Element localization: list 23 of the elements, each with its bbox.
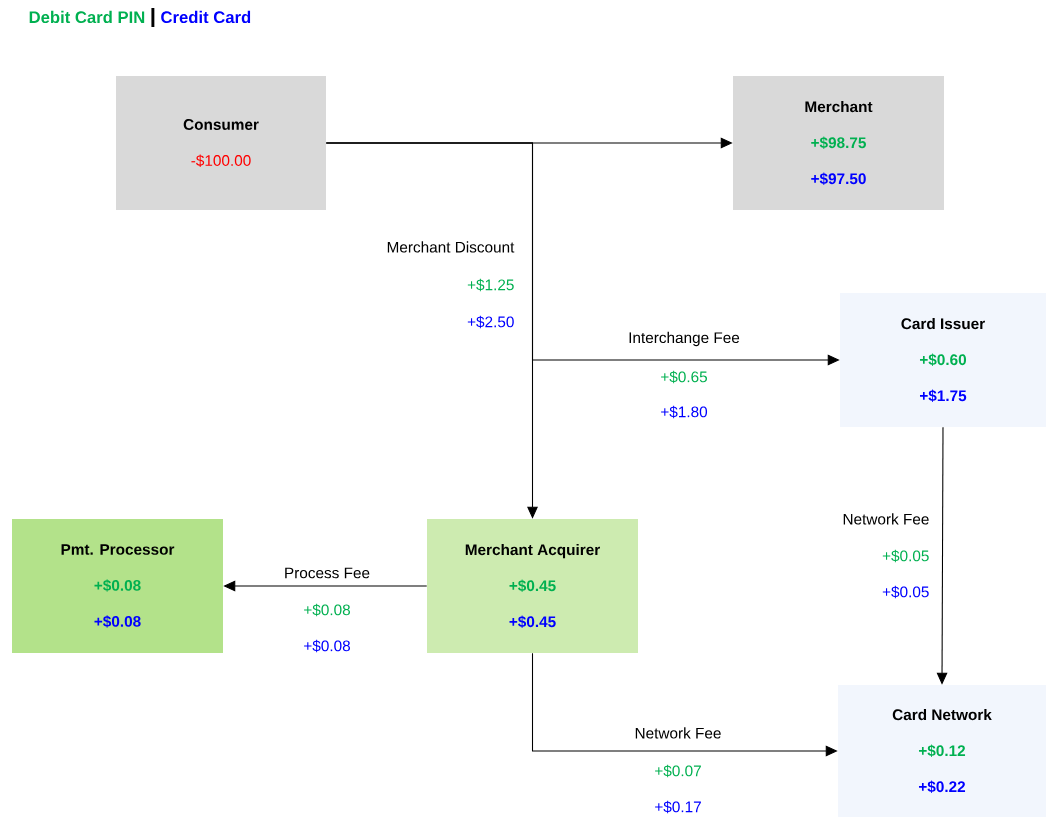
edge-label: Merchant Discount	[385, 240, 516, 254]
amount-label: +$0.05	[882, 549, 929, 563]
edge-label: Network Fee	[841, 512, 931, 526]
entity-box: Pmt. Processor +$0.08 +$0.08	[12, 519, 223, 653]
legend-entry: Debit Card PIN	[29, 10, 145, 24]
edge-label: Process Fee	[282, 566, 372, 580]
entity-box: Merchant +$98.75 +$97.50	[733, 76, 944, 210]
amount-label: +$0.05	[882, 585, 929, 599]
entity-box: Card Network +$0.12 +$0.22	[838, 685, 1046, 817]
entity-box: Card Issuer +$0.60 +$1.75	[840, 293, 1046, 427]
amount-label: +$0.08	[304, 639, 350, 653]
amount-label: +$0.08	[304, 603, 350, 617]
amount-label: +$0.65	[661, 370, 707, 384]
amount-label: +$0.07	[655, 764, 701, 778]
amount-label: +$1.80	[661, 405, 708, 419]
amount-label: +$2.50	[467, 315, 514, 329]
amount-label: +$1.25	[467, 278, 514, 292]
entity-box: Consumer -$100.00	[116, 76, 326, 210]
amount-label: +$0.17	[655, 800, 701, 814]
entity-box: Merchant Acquirer +$0.45 +$0.45	[427, 519, 638, 653]
legend-entry: Credit Card	[161, 10, 251, 24]
edge-label: Interchange Fee	[626, 330, 742, 348]
edge-label: Network Fee	[633, 726, 723, 740]
